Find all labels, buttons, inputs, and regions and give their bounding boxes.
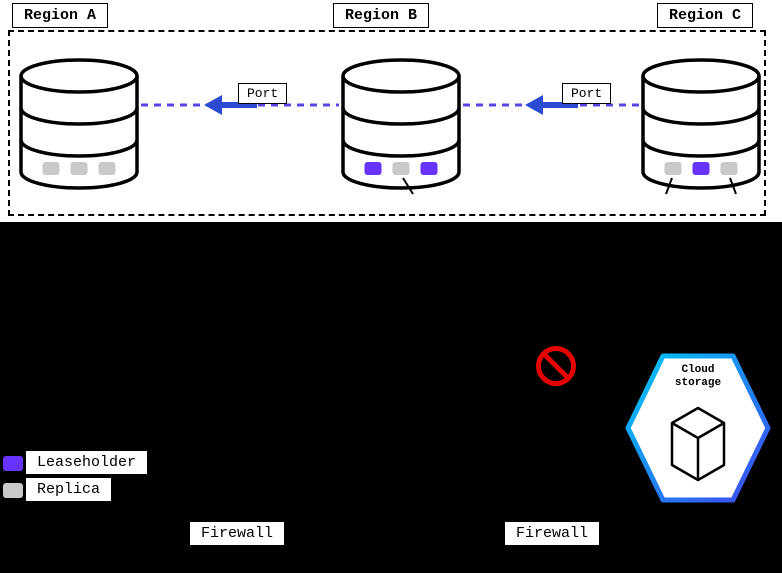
replica-marker [42,162,60,175]
legend-leaseholder-label: Leaseholder [26,451,148,474]
firewall-label-2: Firewall [504,521,601,546]
port-label-ab: Port [238,83,288,104]
cloud-label-line1: Cloud [681,364,715,376]
db-band-line [341,107,461,126]
region-c-label: Region C [657,3,754,28]
connections-layer [141,95,639,115]
legend-swatches [3,456,23,498]
db-band-line [19,107,139,126]
cloud-storage-icon [625,353,771,503]
replica-marker [720,162,738,175]
db-band-line [341,75,461,94]
leaseholder-marker [364,162,382,175]
db-band-line [19,75,139,94]
database-region-a [19,58,139,190]
replica-marker [98,162,116,175]
no-entry-circle [536,346,576,386]
cube-icon-inner-edges [671,421,725,480]
db-band-line [641,107,761,126]
replica-marker [70,162,88,175]
callout-line [402,177,414,195]
database-region-b [341,58,461,195]
db-band-line [641,75,761,94]
cloud-hexagon [625,353,771,503]
replica-marker [664,162,682,175]
db-band-line [641,139,761,158]
firewall-label-1: Firewall [189,521,286,546]
db-band-line [341,139,461,158]
db-band-line [19,139,139,158]
no-entry-icon [536,346,576,386]
leaseholder-marker [692,162,710,175]
region-b-label: Region B [333,3,430,28]
database-region-c [641,58,761,195]
traffic-arrow-ab-head [204,95,222,115]
callout-line [729,177,737,195]
callout-line [665,177,673,195]
replica-swatch [3,483,23,498]
leaseholder-marker [420,162,438,175]
no-entry-slash [541,351,571,381]
replica-marker [392,162,410,175]
legend-replica-label: Replica [26,478,112,501]
cloud-label-line2: storage [674,377,722,389]
region-a-label: Region A [12,3,109,28]
traffic-arrow-bc-head [525,95,543,115]
port-label-bc: Port [562,83,612,104]
cloud-storage-label: Cloud storage [650,364,746,390]
leaseholder-swatch [3,456,23,471]
regions-dashed-boundary [8,30,766,216]
